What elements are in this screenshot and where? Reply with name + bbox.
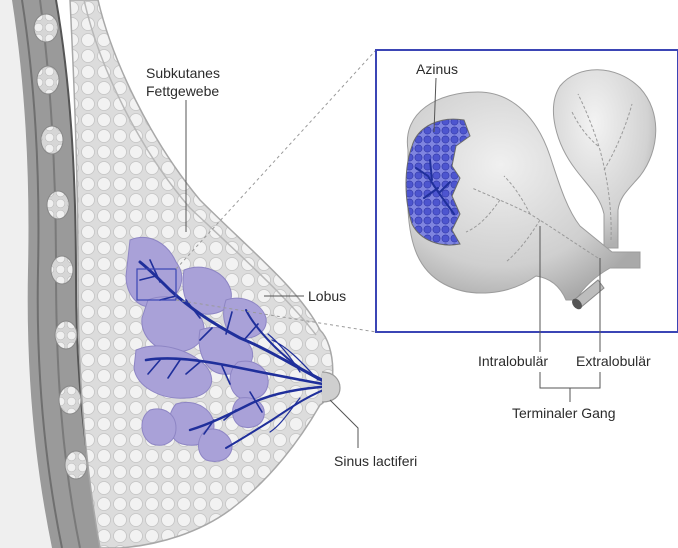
inset-panel	[376, 50, 678, 332]
label-terminal-duct: Terminaler Gang	[512, 405, 616, 421]
nipple	[322, 372, 340, 402]
label-extralobular: Extralobulär	[576, 353, 651, 369]
label-subcutaneous-2: Fettgewebe	[146, 83, 219, 99]
label-lobule: Lobus	[308, 288, 346, 304]
label-sinus: Sinus lactiferi	[334, 453, 417, 469]
label-acinus: Azinus	[416, 61, 458, 77]
label-subcutaneous-1: Subkutanes	[146, 65, 220, 81]
label-intralobular: Intralobulär	[478, 353, 548, 369]
